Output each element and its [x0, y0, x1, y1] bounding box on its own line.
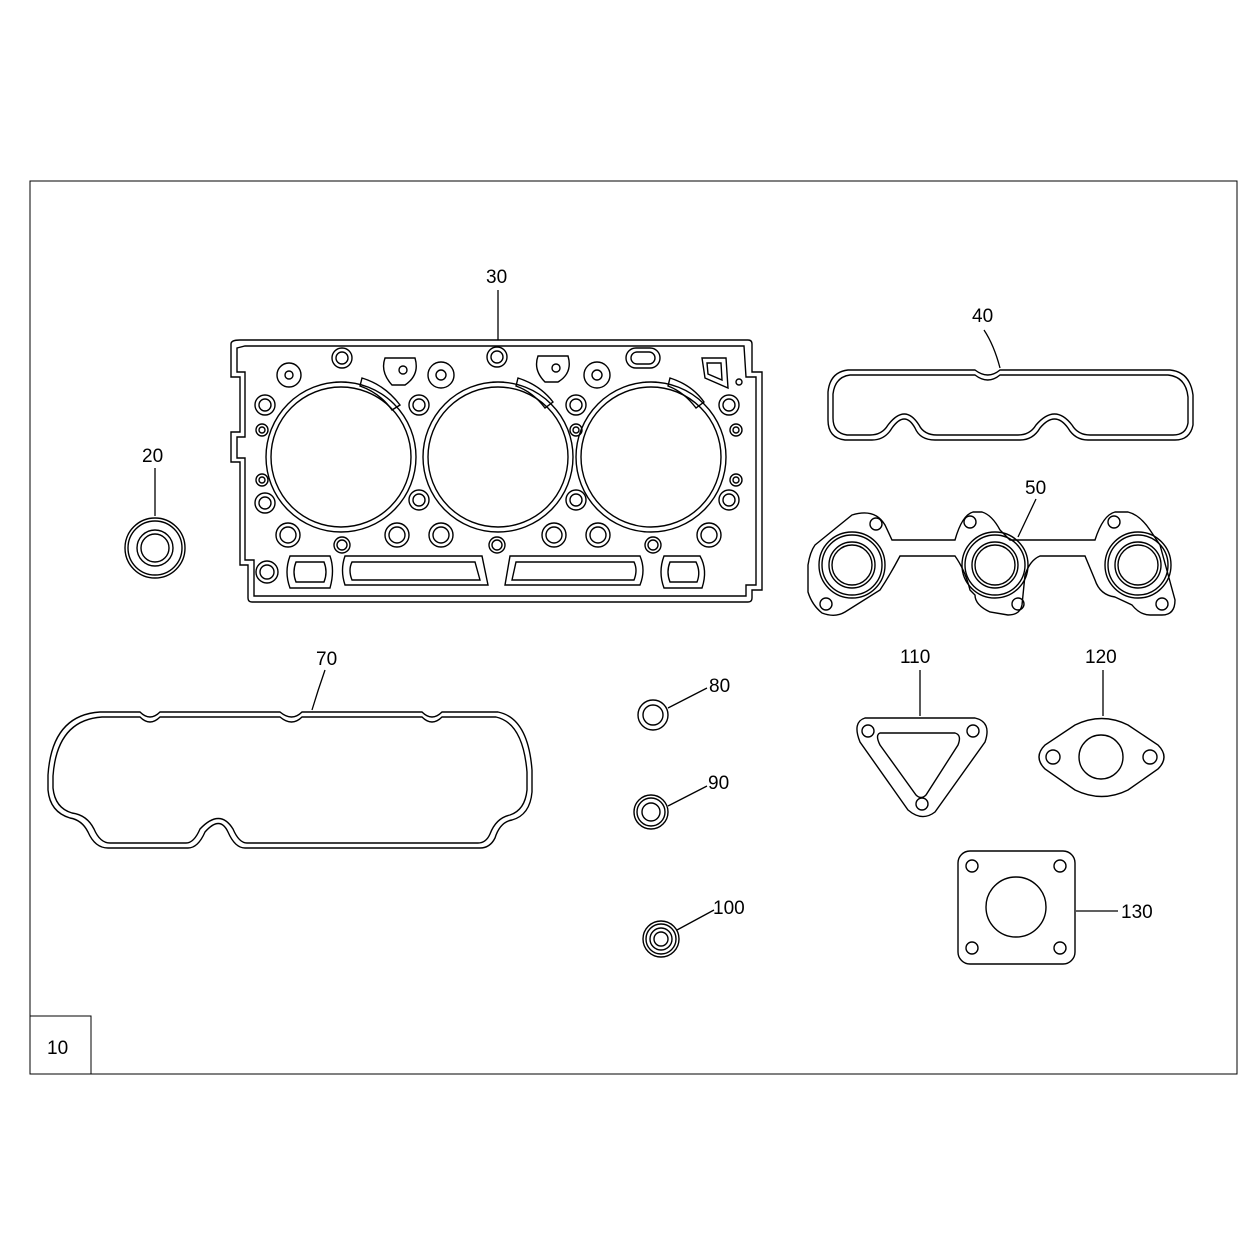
part-120-oval-flange-gasket[interactable]: 120	[1038, 647, 1165, 798]
sheet-number: 10	[47, 1038, 68, 1059]
label-110: 110	[900, 647, 930, 668]
part-40-valve-cover-gasket[interactable]: 40	[827, 306, 1194, 441]
part-130-square-flange-gasket[interactable]: 130	[957, 850, 1153, 965]
label-100: 100	[713, 898, 745, 919]
label-20: 20	[142, 446, 163, 467]
label-90: 90	[708, 773, 729, 794]
part-110-thermostat-gasket[interactable]: 110	[856, 647, 988, 818]
part-20-seal-ring[interactable]: 20	[124, 446, 186, 579]
part-50-exhaust-manifold-gasket[interactable]: 50	[807, 478, 1176, 616]
label-70: 70	[316, 649, 337, 670]
label-80: 80	[709, 676, 730, 697]
part-90-seal-washer[interactable]: 90	[633, 773, 729, 830]
label-50: 50	[1025, 478, 1046, 499]
diagram-frame	[29, 180, 1238, 1075]
sheet-number-box	[29, 1015, 92, 1075]
part-100-oil-seal[interactable]: 100	[642, 898, 745, 958]
label-40: 40	[972, 306, 993, 327]
part-30-cylinder-head-gasket[interactable]: 30	[230, 267, 763, 603]
part-70-oil-pan-gasket[interactable]: 70	[47, 649, 533, 849]
label-130: 130	[1121, 902, 1153, 923]
part-80-o-ring[interactable]: 80	[637, 676, 730, 731]
label-120: 120	[1085, 647, 1117, 668]
label-30: 30	[486, 267, 507, 288]
